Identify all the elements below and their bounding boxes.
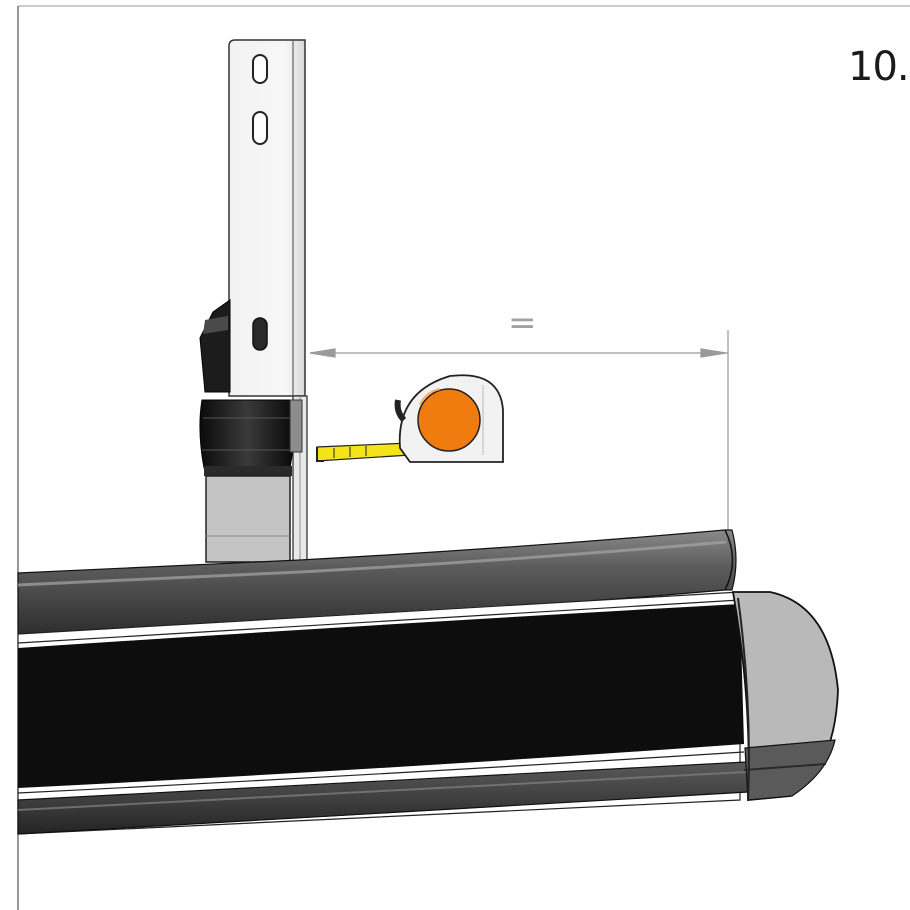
bracket-slot-middle bbox=[252, 111, 268, 145]
end-cap bbox=[731, 591, 839, 801]
bumper-bar bbox=[17, 591, 749, 835]
bracket-slot-lower bbox=[252, 317, 268, 351]
tape-measure-icon bbox=[316, 374, 504, 463]
step-number: 10. bbox=[848, 44, 910, 90]
bracket-slot-top bbox=[252, 54, 268, 84]
equal-dimension-symbol: = bbox=[508, 303, 537, 343]
rubber-mount bbox=[199, 299, 303, 563]
dimension-arrow-icon bbox=[309, 330, 729, 530]
upper-tube bbox=[17, 529, 737, 635]
mounting-bracket bbox=[228, 39, 308, 563]
